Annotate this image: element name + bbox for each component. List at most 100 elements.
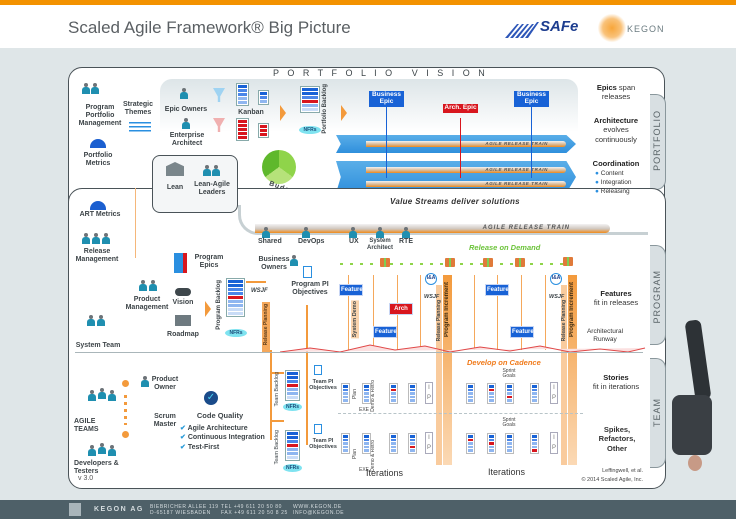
story-item bbox=[343, 399, 348, 402]
team-tab-label: TEAM bbox=[652, 398, 662, 428]
portfolio-backlog[interactable] bbox=[300, 86, 320, 113]
team-tab[interactable] bbox=[650, 358, 666, 468]
backlog-item bbox=[238, 85, 247, 88]
story-item bbox=[391, 442, 396, 445]
backlog-item bbox=[287, 396, 298, 399]
story-item bbox=[391, 445, 396, 448]
iteration-stories bbox=[466, 433, 475, 454]
backlog-item bbox=[238, 128, 247, 131]
system-demo-label: System Demo bbox=[351, 300, 359, 339]
backlog-item bbox=[287, 432, 298, 435]
roadmap-label: Roadmap bbox=[167, 331, 199, 338]
story-item bbox=[468, 399, 473, 402]
footer: KEGON AG BIEBRICHER ALLEE 119 D-65187 WI… bbox=[0, 500, 736, 519]
product-management-icon bbox=[139, 280, 147, 291]
iteration-line bbox=[474, 275, 475, 350]
epics-note: Epics span releases bbox=[585, 83, 647, 102]
system-team-icon bbox=[97, 315, 105, 326]
backlog-item bbox=[228, 296, 243, 299]
gauge-icon bbox=[90, 139, 106, 148]
architectural-epic[interactable]: Arch. Epic bbox=[443, 104, 478, 113]
agile-team-icon bbox=[98, 443, 106, 454]
arrow-icon bbox=[280, 105, 286, 121]
iteration-stories bbox=[389, 433, 398, 454]
backlog-item bbox=[302, 108, 318, 111]
story-item bbox=[410, 399, 415, 402]
story-item bbox=[468, 442, 473, 445]
lean-agile-leaders-label: Lean-Agile Leaders bbox=[194, 181, 230, 197]
program-increment-label: Program Increment bbox=[444, 282, 450, 338]
epic-owners-icon bbox=[180, 88, 188, 99]
backlog-item bbox=[302, 100, 318, 103]
story-item bbox=[532, 399, 537, 402]
backlog-item bbox=[287, 384, 298, 387]
version-label: v 3.0 bbox=[78, 475, 94, 482]
backlog-item bbox=[228, 288, 243, 291]
iteration-stories bbox=[408, 383, 417, 404]
story-item bbox=[532, 445, 537, 448]
devops-icon bbox=[302, 227, 310, 238]
shared-icon bbox=[262, 227, 270, 238]
portfolio-backlog-label: Portfolio Backlog bbox=[322, 84, 328, 134]
backlog-item bbox=[302, 96, 318, 99]
story-item bbox=[364, 442, 369, 445]
story-item bbox=[410, 442, 415, 445]
backlog-item bbox=[287, 436, 298, 439]
feature-card[interactable]: Feature bbox=[485, 284, 509, 296]
iteration-stories bbox=[362, 383, 371, 404]
backlog-item bbox=[238, 132, 247, 135]
iteration-line bbox=[373, 275, 374, 350]
iteration-stories bbox=[408, 433, 417, 454]
story-item bbox=[343, 388, 348, 391]
business-epic[interactable]: Business Epic bbox=[514, 91, 549, 107]
portfolio-metrics-label: Portfolio Metrics bbox=[83, 152, 113, 168]
story-item bbox=[468, 392, 473, 395]
story-item bbox=[507, 392, 512, 395]
feature-card[interactable]: Feature bbox=[339, 284, 363, 296]
agile-team-icon bbox=[88, 445, 96, 456]
story-item bbox=[468, 438, 473, 441]
safe-logo-text: SAFe bbox=[540, 18, 579, 35]
program-tab[interactable] bbox=[650, 245, 666, 345]
backlog-item bbox=[302, 88, 318, 91]
backlog-item bbox=[287, 372, 298, 375]
business-epic[interactable]: Business Epic bbox=[369, 91, 404, 107]
story-item bbox=[468, 435, 473, 438]
epic-line bbox=[386, 106, 387, 178]
coordination-item: ● Integration bbox=[595, 178, 632, 186]
backlog-item bbox=[260, 100, 267, 103]
program-backlog[interactable] bbox=[226, 278, 245, 317]
kanban-column bbox=[236, 118, 249, 141]
release-package-icon bbox=[563, 257, 573, 266]
code-quality-label: Code Quality bbox=[196, 411, 244, 420]
footer-tel: TEL +49 611 20 50 80 bbox=[221, 504, 283, 510]
wsjf-label: WSJF bbox=[251, 288, 268, 294]
credit-label: Leffingwell, et al. bbox=[602, 468, 643, 474]
note-bold: Stories bbox=[603, 373, 629, 382]
nfrs-badge: NFRs bbox=[283, 403, 302, 411]
wsjf-label: WSJF bbox=[549, 294, 565, 300]
agile-release-train: AGILE RELEASE TRAIN bbox=[366, 167, 566, 173]
story-item bbox=[391, 438, 396, 441]
arch-card[interactable]: Arch bbox=[389, 303, 413, 315]
feature-card[interactable]: Feature bbox=[373, 326, 397, 338]
feature-card[interactable]: Feature bbox=[510, 326, 534, 338]
iteration-stories bbox=[505, 433, 514, 454]
footer-web-link[interactable]: WWW.KEGON.DE bbox=[293, 504, 342, 510]
release-management-icon bbox=[102, 233, 110, 244]
story-item bbox=[468, 395, 473, 398]
story-item bbox=[489, 392, 494, 395]
footer-email-link[interactable]: INFO@KEGON.DE bbox=[293, 510, 345, 516]
story-item bbox=[364, 449, 369, 452]
wsjf-label: WSJF bbox=[424, 294, 440, 300]
ip-iteration: I P bbox=[425, 432, 433, 454]
iteration-stories bbox=[487, 383, 496, 404]
agile-release-train: AGILE RELEASE TRAIN bbox=[366, 181, 566, 187]
breakdancer-photo bbox=[672, 395, 712, 455]
backlog-item bbox=[260, 129, 267, 132]
story-item bbox=[489, 399, 494, 402]
story-item bbox=[391, 449, 396, 452]
team-backlog[interactable] bbox=[285, 430, 300, 461]
story-item bbox=[507, 445, 512, 448]
team-backlog[interactable] bbox=[285, 370, 300, 401]
